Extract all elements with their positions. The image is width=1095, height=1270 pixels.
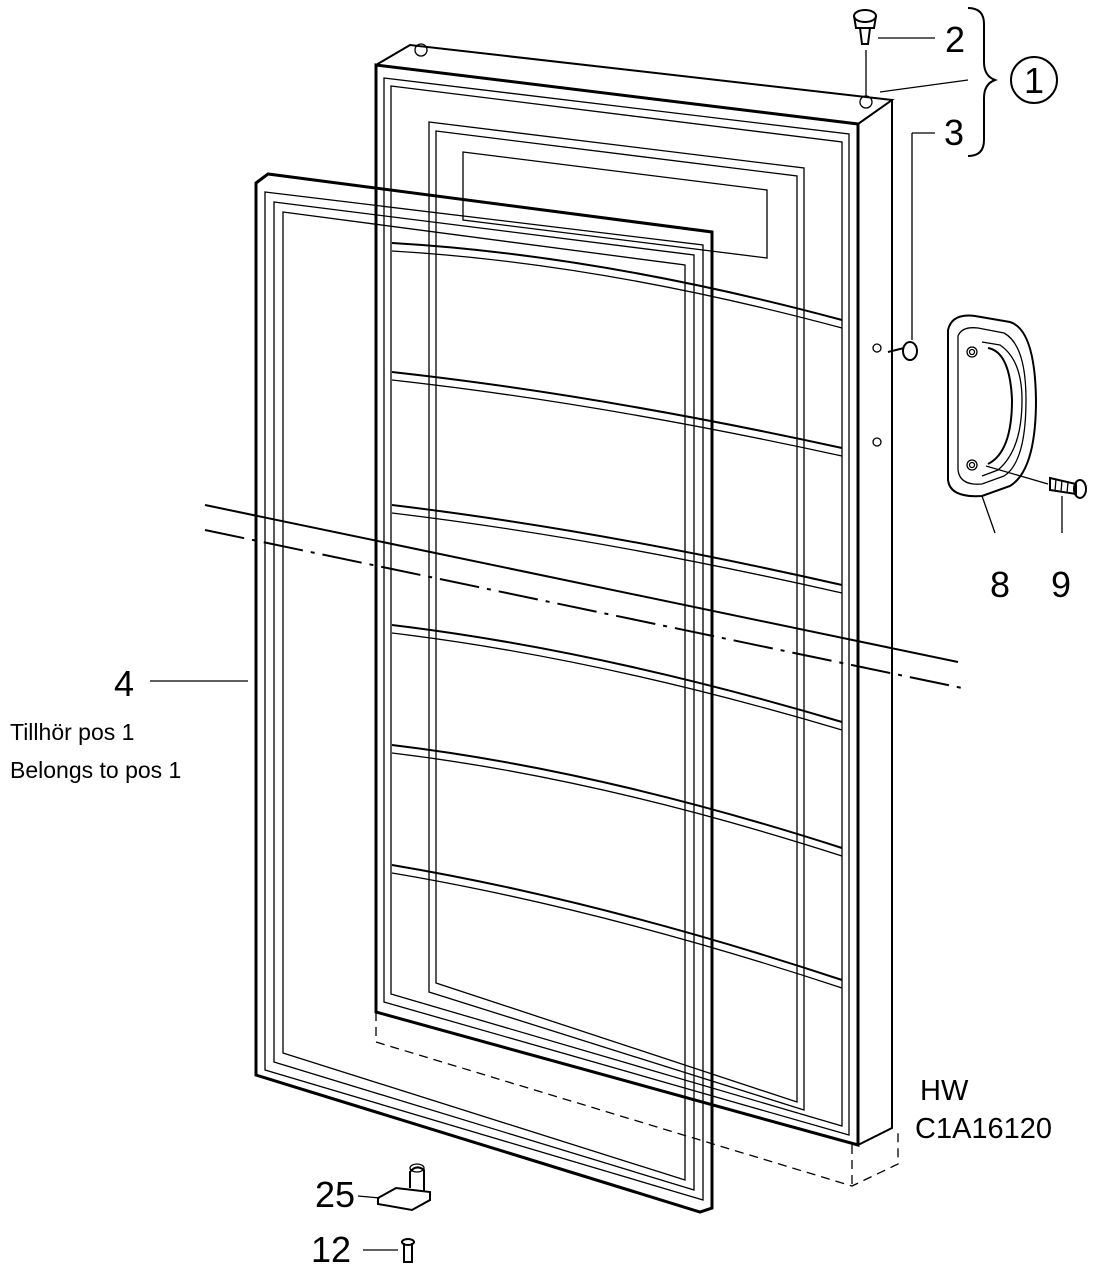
label-part-4: 4 xyxy=(114,663,134,704)
note-swedish: Tillhör pos 1 xyxy=(10,719,134,745)
handle-screw xyxy=(1049,476,1087,533)
label-part-9: 9 xyxy=(1051,564,1071,605)
drawing-code-line-1: HW xyxy=(920,1075,969,1107)
bottom-hinge xyxy=(357,1163,431,1212)
door-panel xyxy=(374,43,899,1187)
section-line xyxy=(204,504,963,689)
label-part-2: 2 xyxy=(945,19,965,60)
label-part-1: 1 xyxy=(1024,60,1044,101)
label-part-12: 12 xyxy=(311,1229,351,1270)
door-shelves xyxy=(391,242,843,989)
label-part-25: 25 xyxy=(315,1174,355,1215)
top-pin xyxy=(853,9,935,96)
note-english: Belongs to pos 1 xyxy=(10,757,181,783)
door-gasket xyxy=(254,172,714,1214)
assembly-brace xyxy=(879,7,1058,157)
label-part-8: 8 xyxy=(990,564,1010,605)
hinge-screw xyxy=(363,1238,415,1263)
label-part-3: 3 xyxy=(944,112,964,153)
drawing-code-line-2: C1A16120 xyxy=(915,1113,1052,1145)
door-handle xyxy=(947,314,1049,534)
side-pin xyxy=(887,132,935,361)
